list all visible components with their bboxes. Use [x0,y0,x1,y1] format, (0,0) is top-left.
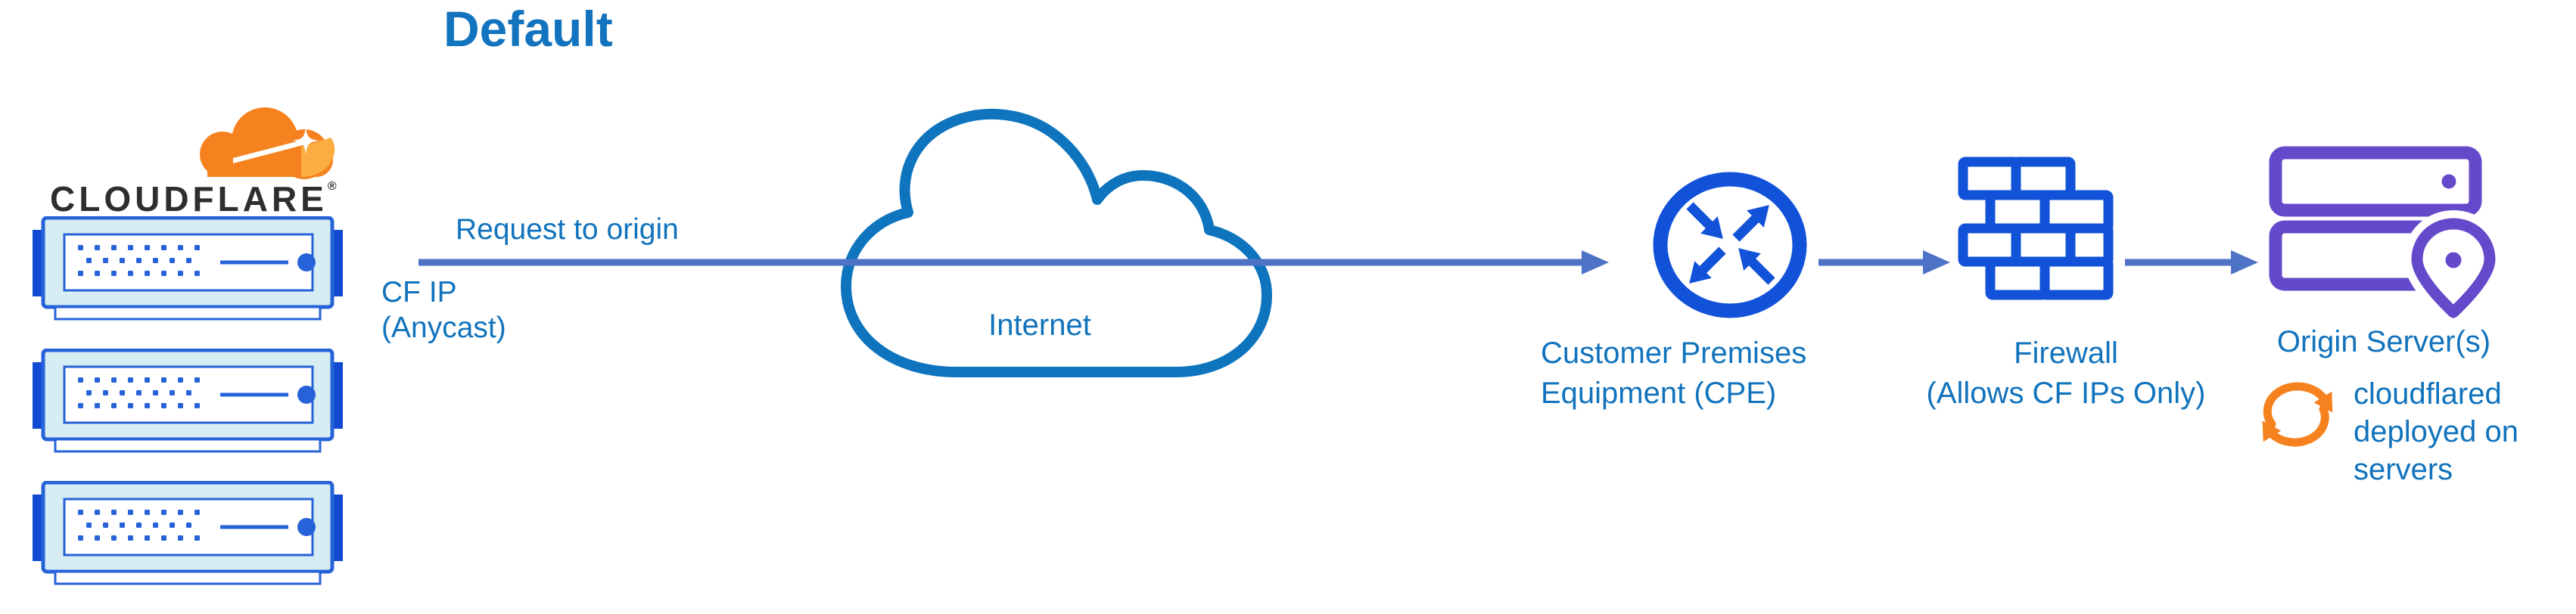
request-to-origin-label: Request to origin [456,213,679,246]
firewall-label-line-1: Firewall [2014,336,2118,370]
page-title: Default [443,1,613,57]
cloudflared-note-line-1: cloudflared [2354,377,2502,411]
firewall-icon [1957,156,2114,302]
arrow-right-icon [418,250,1609,274]
cloudflared-note-line-2: deployed on [2354,415,2518,448]
arrow-right-icon [2125,250,2258,274]
cpe-label: Customer Premises Equipment (CPE) [1541,333,1806,414]
wordmark-text: CLOUDFLARE [50,179,328,219]
cloudflared-note-line-3: servers [2354,453,2453,486]
router-icon [1652,171,1808,319]
firewall-label: Firewall (Allows CF IPs Only) [1892,333,2240,414]
cloudflare-logo-icon [189,107,341,181]
edge-server-icon [33,481,343,587]
cpe-label-line-2: Equipment (CPE) [1541,377,1777,410]
registered-mark: ® [327,180,337,193]
cloudflare-wordmark: CLOUDFLARE® [50,178,337,219]
location-pin-icon [2403,209,2497,324]
cf-ip-line: CF IP [381,276,457,309]
origin-servers-label: Origin Server(s) [2276,325,2491,358]
firewall-label-line-2: (Allows CF IPs Only) [1926,377,2206,410]
origin-servers-icon [2265,145,2497,324]
anycast-line: (Anycast) [381,312,506,344]
cf-ip-anycast-label: CF IP (Anycast) [381,274,506,346]
edge-server-icon [33,216,343,322]
cloudflared-note: cloudflared deployed on servers [2354,375,2518,488]
arrow-right-icon [1818,250,1950,274]
cpe-label-line-1: Customer Premises [1541,336,1807,370]
edge-server-icon [33,349,343,454]
sync-icon [2254,382,2341,451]
internet-label: Internet [988,309,1091,342]
